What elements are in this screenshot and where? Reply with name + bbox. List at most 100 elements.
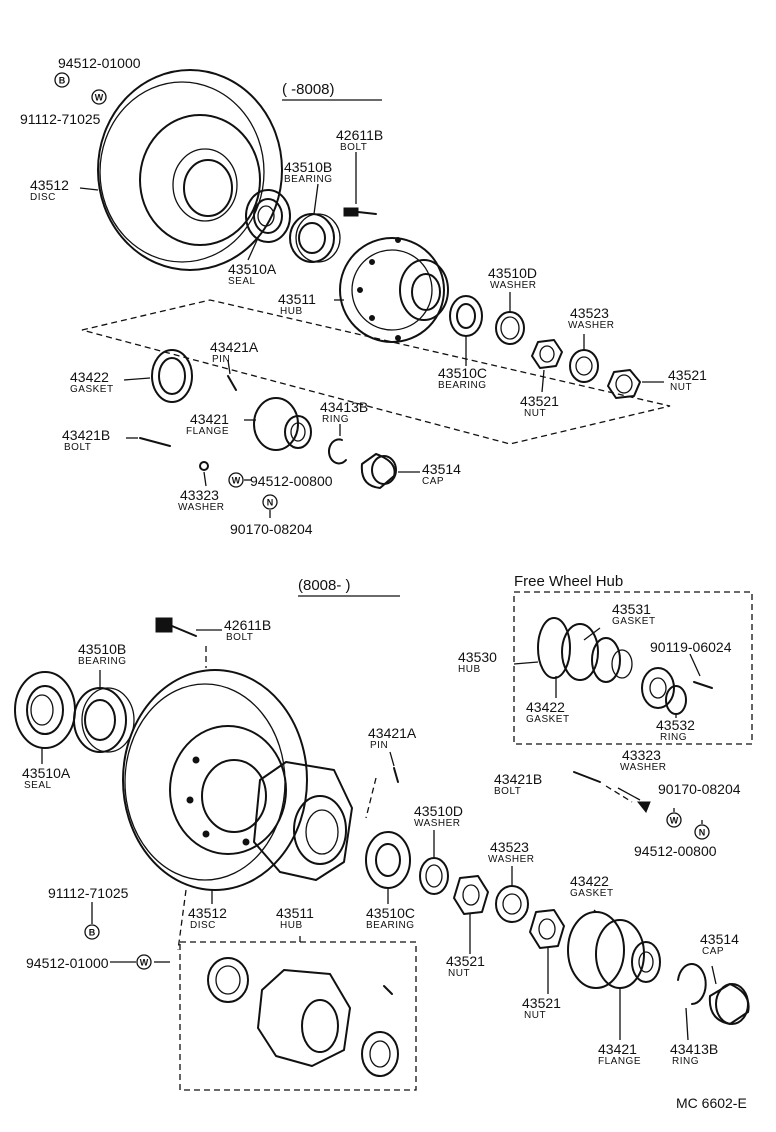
label-91112-71025-bottom: 91112-71025 [48,885,129,901]
label-disc-bottom: DISC [190,920,216,931]
label-gasket-fwh2: GASKET [526,714,570,725]
label-bearing-bottom: BEARING [78,656,127,667]
label-ring-bottom: RING [672,1056,699,1067]
label-43421a-bottom: 43421A [368,725,417,741]
label-43323-bottom: 43323 [622,747,661,763]
label-43510b-top: 43510B [284,159,332,175]
label-seal-top: SEAL [228,276,256,287]
label-hub-bottom: HUB [280,920,303,931]
bottom-pin [365,767,399,819]
label-washer-523-top: WASHER [568,320,615,331]
svg-text:W: W [670,816,679,826]
bottom-hub-group [179,941,417,1091]
label-43511-bottom: 43511 [276,905,314,921]
top-gasket [151,349,193,403]
label-43521-bottom1: 43521 [446,953,485,969]
label-43510d-bottom: 43510D [414,803,463,819]
label-43521-bottom2: 43521 [522,995,561,1011]
svg-text:W: W [140,958,149,968]
free-wheel-hub-assembly [537,617,633,683]
free-wheel-bolt [693,681,713,689]
label-42611b-bottom: 42611B [224,617,271,633]
svg-text:W: W [232,476,241,486]
label-43421b-bottom: 43421B [494,771,542,787]
label-pin-bottom: PIN [370,740,388,751]
label-ring-top: RING [322,414,349,425]
bottom-disc [122,669,308,891]
label-43422-fwh: 43422 [526,699,565,715]
bottom-bearing-b [73,687,135,753]
w-symbol-top: W [91,89,107,105]
label-bearing-c-bottom: BEARING [366,920,415,931]
n-symbol-top: N [262,494,278,510]
label-washer-523-bottom: WASHER [488,854,535,865]
svg-text:B: B [89,928,96,938]
b-symbol-bottom: B [84,924,100,940]
top-flange [253,397,312,451]
bottom-hub-group-pin [383,985,393,995]
label-90119-06024: 90119-06024 [650,639,732,655]
label-94512-01000-bottom: 94512-01000 [26,955,109,971]
bottom-cap [708,983,750,1025]
label-nut-top2: NUT [670,382,692,393]
top-nut2 [607,369,641,399]
section-top-range: ( -8008) [282,81,335,98]
label-43531: 43531 [612,601,651,617]
label-43413b-bottom: 43413B [670,1041,718,1057]
bottom-washer-323 [636,801,651,813]
top-pin [227,375,237,391]
label-bolt-bottom: BOLT [226,632,253,643]
bottom-flange [567,911,661,989]
label-seal-bottom: SEAL [24,780,52,791]
label-43512-bottom: 43512 [188,905,227,921]
bottom-nut1 [453,875,489,915]
label-43532: 43532 [656,717,695,733]
label-43521-top2: 43521 [668,367,707,383]
bottom-bolt [155,617,207,668]
top-washer-d [495,311,525,345]
free-wheel-gasket-ring [641,667,687,715]
top-leaders [79,152,664,518]
w-symbol-bottom: W [136,954,152,970]
top-disc [97,69,283,271]
label-hub-fwh: HUB [458,664,481,675]
label-hub-top: HUB [280,306,303,317]
label-43422-bottom: 43422 [570,873,609,889]
label-bearing-top: BEARING [284,174,333,185]
bottom-hub-group-bearing [361,1031,399,1077]
label-43510d-top: 43510D [488,265,537,281]
top-dashed-group [81,299,671,445]
svg-text:N: N [267,498,274,508]
label-90170-08204-top: 90170-08204 [230,521,313,537]
top-bearing-c [449,295,483,337]
top-hub [339,237,449,343]
section-bottom-range: (8008- ) [298,577,351,594]
label-43323-top: 43323 [180,487,219,503]
bottom-nut2 [529,909,565,949]
label-43521-top1: 43521 [520,393,559,409]
bottom-bolt2 [573,771,633,803]
label-washer-323-top: WASHER [178,502,225,513]
label-gasket-bottom: GASKET [570,888,614,899]
label-43510c-top: 43510C [438,365,487,381]
label-nut-top1: NUT [524,408,546,419]
label-bolt-top: BOLT [340,142,367,153]
top-washer-323 [199,461,209,471]
label-43510b-bottom: 43510B [78,641,126,657]
bottom-washer-523 [495,885,529,923]
label-94512-00800-top: 94512-00800 [250,473,333,489]
label-pin-top: PIN [212,354,230,365]
bottom-washer-d [419,857,449,895]
bottom-ring [677,963,707,1005]
top-seal [245,189,291,243]
top-bearing-b [289,213,341,263]
label-43510a-bottom: 43510A [22,765,71,781]
label-ring-fwh: RING [660,732,687,743]
label-disc-top: DISC [30,192,56,203]
top-washer-523 [569,349,599,383]
label-43514-top: 43514 [422,461,461,477]
label-washer-323-bottom: WASHER [620,762,667,773]
label-43510a-top: 43510A [228,261,277,277]
svg-text:N: N [699,828,706,838]
n-symbol-bottom: N [694,824,710,840]
